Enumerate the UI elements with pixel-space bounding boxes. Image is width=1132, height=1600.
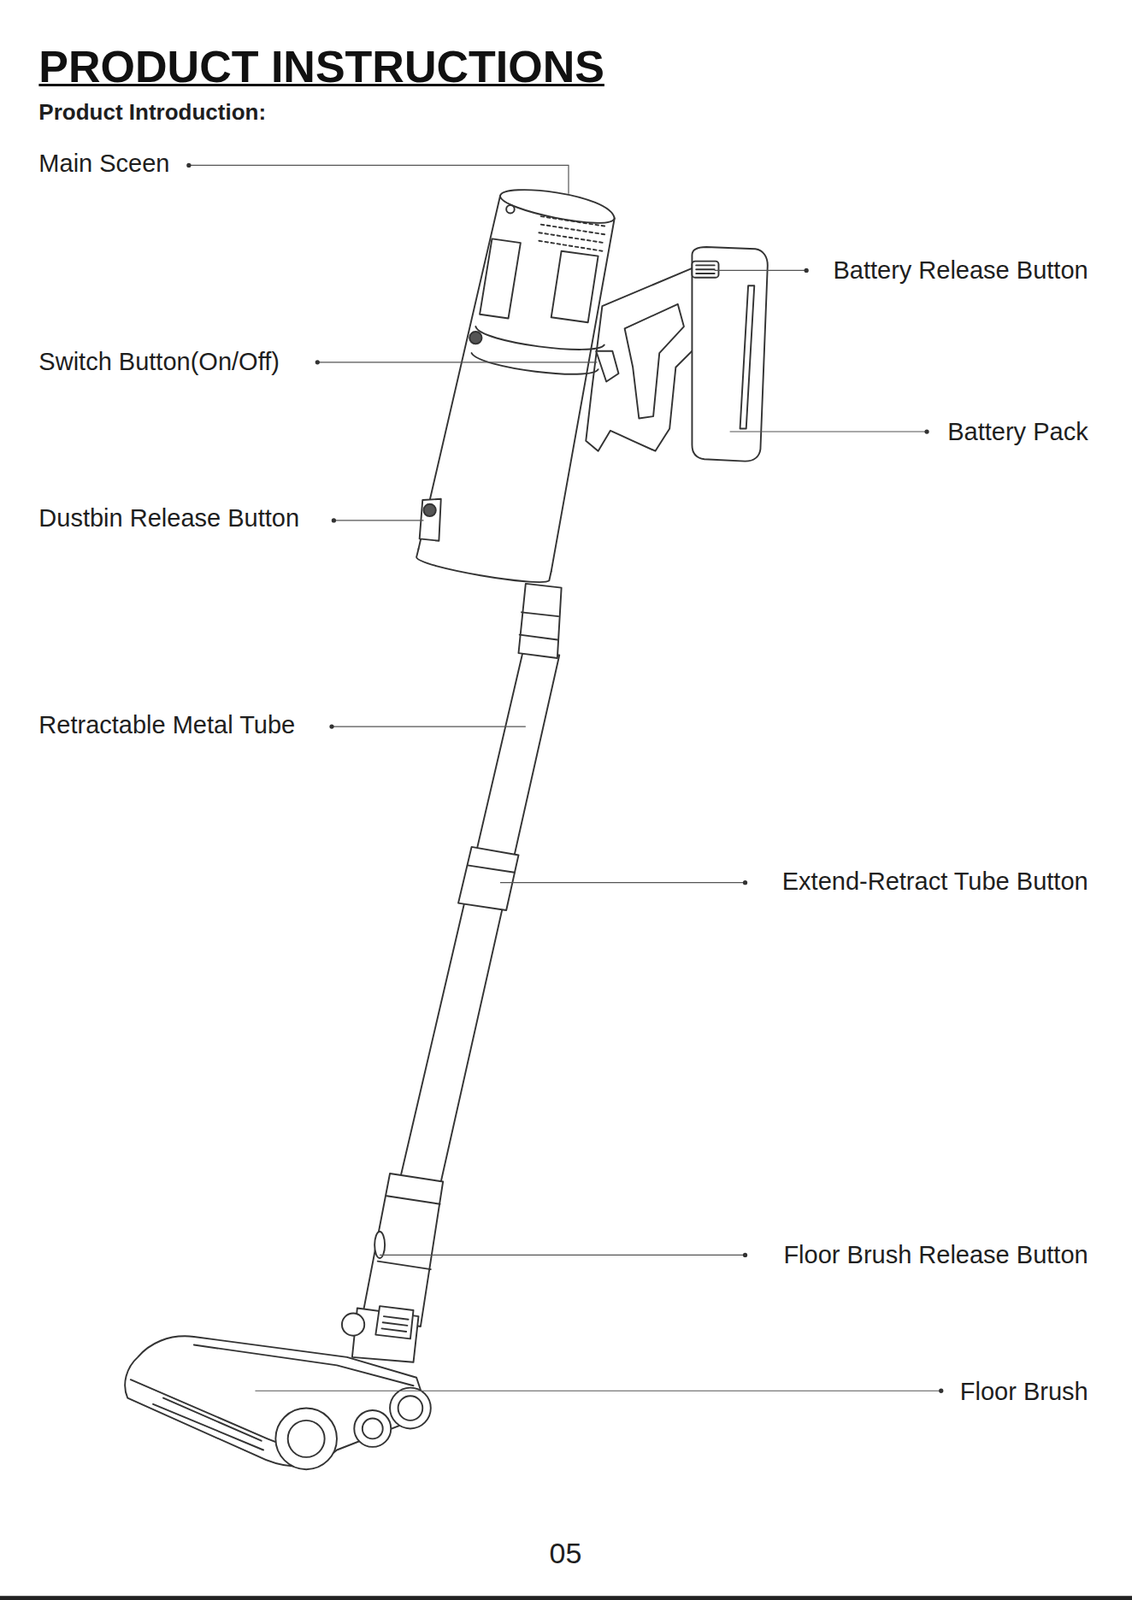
part-label: Main Sceen — [38, 148, 170, 179]
joint-pin — [341, 1314, 365, 1337]
dustbin-button-dot — [423, 504, 436, 517]
part-label: Battery Release Button — [832, 255, 1088, 286]
part-label: Retractable Metal Tube — [38, 710, 295, 741]
part-label: Extend-Retract Tube Button — [782, 866, 1089, 897]
wheel-hub — [362, 1418, 384, 1439]
leader-dot — [742, 880, 748, 885]
leader-dot — [315, 359, 320, 365]
connector-rings — [377, 1196, 441, 1270]
body-top — [500, 195, 615, 224]
battery-button-grip — [695, 265, 714, 274]
dustbin-bottom — [416, 548, 552, 583]
part-label: Floor Brush — [960, 1377, 1089, 1408]
switch-button-shape — [469, 331, 482, 344]
tube-collar — [458, 847, 519, 911]
brush-top-line — [194, 1345, 414, 1387]
page-title: PRODUCT INSTRUCTIONS — [38, 39, 605, 95]
release-button-shape — [374, 1232, 385, 1259]
neck-rings — [519, 612, 559, 640]
body-window — [551, 251, 599, 324]
battery-button-shape — [691, 261, 719, 278]
leader-dot — [329, 724, 334, 729]
leader-dot — [924, 429, 929, 434]
wheel-hub — [398, 1396, 424, 1421]
wheel — [275, 1409, 337, 1471]
wheel — [353, 1410, 391, 1448]
wheel-hub — [288, 1420, 325, 1458]
handle-grip — [624, 304, 684, 419]
leader-line — [379, 1255, 745, 1256]
vacuum-drawing — [124, 189, 768, 1470]
leader-dots — [186, 163, 944, 1394]
leader-line — [317, 361, 597, 363]
body-window — [479, 238, 521, 319]
metal-tube — [400, 653, 560, 1182]
tube-neck — [518, 583, 561, 659]
leader-line — [331, 725, 526, 727]
vent-grid — [538, 216, 608, 252]
section-heading: Product Introduction: — [38, 99, 266, 126]
body-band — [471, 326, 605, 375]
page-number: 05 — [548, 1536, 582, 1572]
collar-line — [467, 865, 515, 873]
leader-line — [254, 1391, 941, 1392]
trigger — [595, 351, 619, 383]
part-label: Floor Brush Release Button — [783, 1240, 1088, 1271]
latch-grip — [382, 1316, 409, 1333]
leader-dot — [742, 1253, 748, 1258]
leader-line — [188, 165, 569, 194]
leader-line — [333, 519, 424, 521]
leader-dot — [331, 518, 337, 523]
brush-connector — [362, 1173, 443, 1327]
leader-line — [730, 430, 927, 432]
part-label: Dustbin Release Button — [38, 503, 300, 534]
leader-line — [714, 270, 807, 272]
leader-line — [500, 882, 746, 884]
part-label: Switch Button(On/Off) — [38, 347, 280, 378]
leader-lines — [188, 165, 942, 1392]
battery-slot — [740, 285, 755, 429]
main-body — [418, 189, 614, 576]
leader-dot — [804, 268, 809, 273]
leader-dot — [938, 1389, 944, 1394]
joint-latch — [375, 1306, 413, 1339]
screen-indicator — [506, 205, 515, 214]
leader-dot — [186, 163, 191, 168]
wheel — [389, 1388, 431, 1430]
part-label: Battery Pack — [947, 417, 1088, 448]
battery-pack-shape — [691, 247, 767, 462]
page-bottom-rule — [0, 1596, 1132, 1600]
